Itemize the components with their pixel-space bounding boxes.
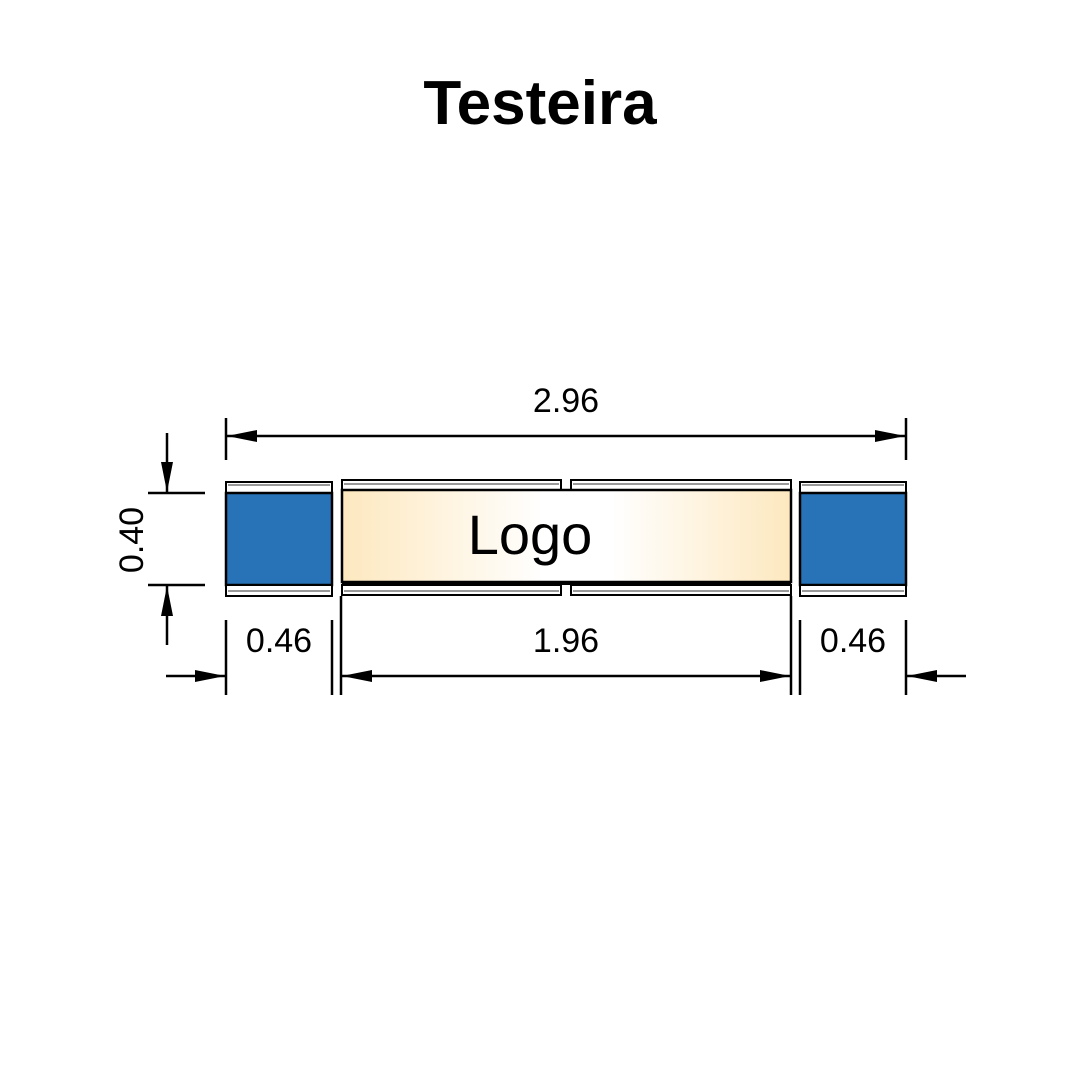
center-panel-fill — [340, 488, 793, 584]
arrowhead-left — [342, 670, 372, 682]
arrowhead-right — [760, 670, 790, 682]
drawing-title: Testeira — [423, 69, 657, 138]
arrowhead-up — [161, 586, 173, 616]
right-panel-width-dimension: 0.46 — [820, 622, 966, 682]
height-dimension: 0.40 — [113, 433, 205, 645]
logo-placeholder-text: Logo — [468, 503, 593, 566]
left-side-panel — [224, 481, 334, 597]
total-width-dimension: 2.96 — [224, 382, 908, 460]
right-panel-fill — [798, 491, 908, 587]
left-panel-width-label: 0.46 — [246, 622, 312, 660]
left-panel-top-strip — [225, 481, 333, 494]
left-panel-fill — [224, 491, 334, 587]
arrowhead-right — [875, 430, 905, 442]
left-panel-width-dimension: 0.46 — [166, 622, 312, 682]
right-panel-width-label: 0.46 — [820, 622, 886, 660]
arrowhead-left — [907, 670, 937, 682]
arrowhead-right — [195, 670, 225, 682]
center-logo-panel: Logo — [340, 479, 793, 596]
height-label: 0.40 — [113, 507, 151, 573]
total-width-label: 2.96 — [533, 382, 599, 420]
center-panel-width-dimension: 1.96 — [342, 622, 790, 682]
bottom-extension-lines — [224, 596, 908, 695]
arrowhead-left — [227, 430, 257, 442]
center-panel-width-label: 1.96 — [533, 622, 599, 660]
right-panel-top-strip — [799, 481, 907, 494]
arrowhead-down — [161, 462, 173, 492]
right-side-panel — [798, 481, 908, 597]
